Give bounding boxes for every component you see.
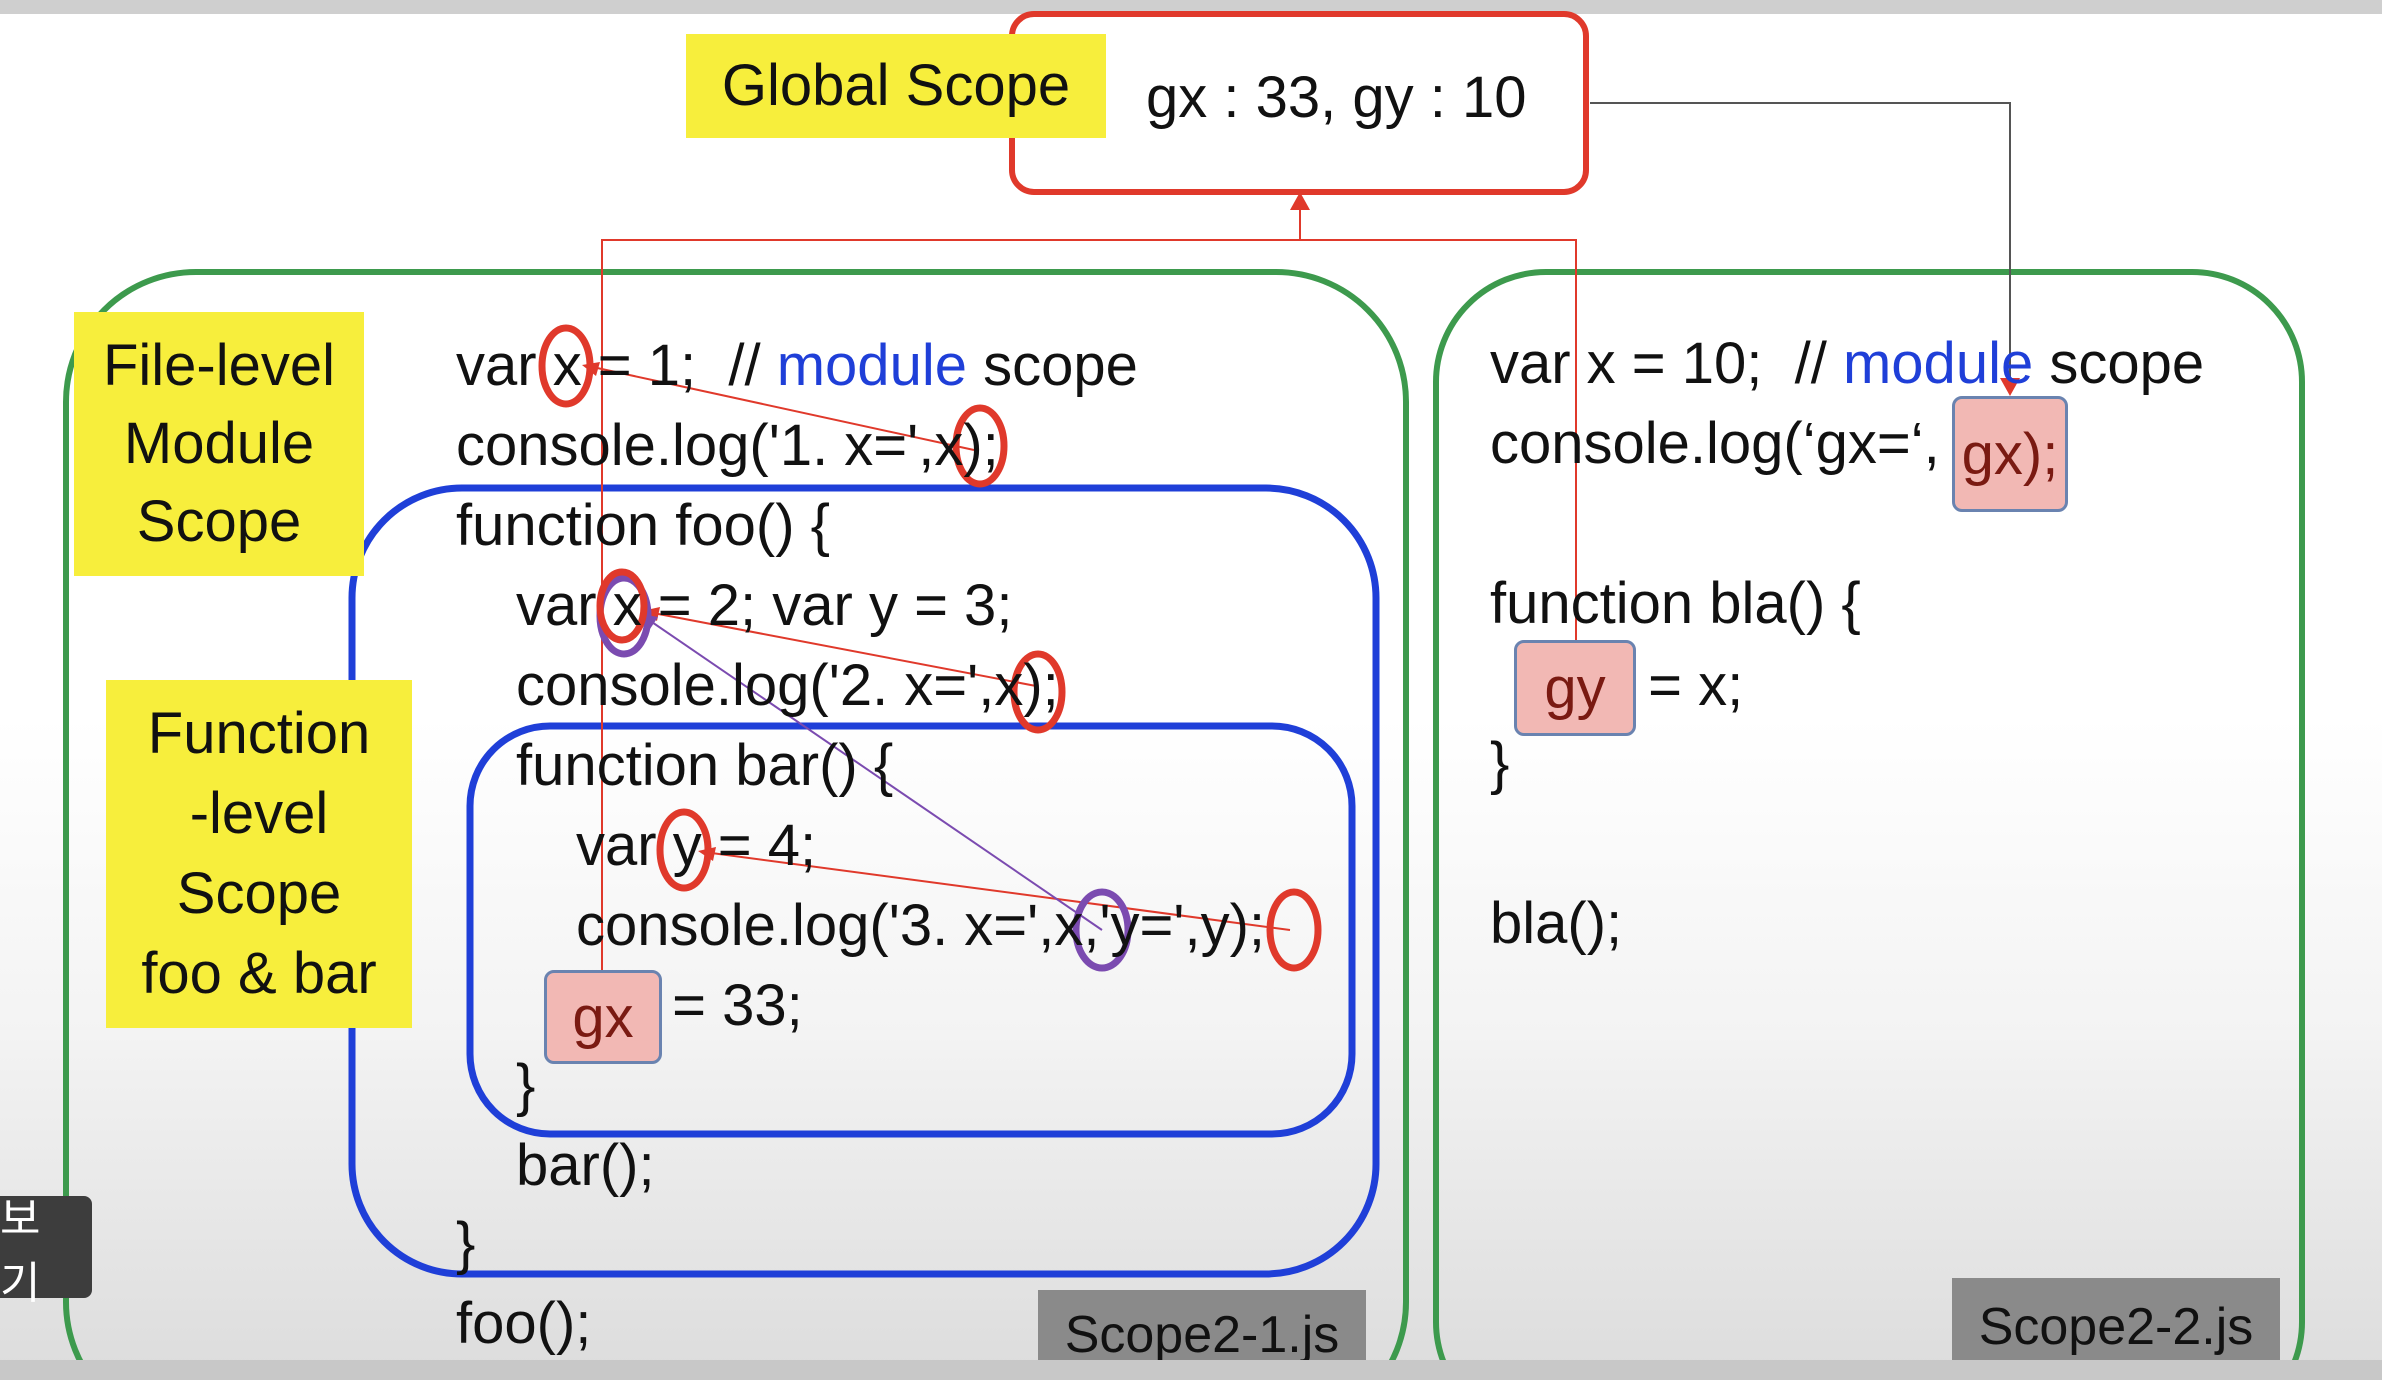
ref-arrow-3 (703, 851, 1291, 931)
gx-assign-highlight: gx (544, 970, 662, 1064)
gy-assign-highlight: gy (1514, 640, 1636, 736)
file-tag-right: Scope2-2.js (1952, 1278, 2280, 1376)
ref-arrow-2 (647, 611, 1037, 687)
function-level-scope-label: Function -level Scope foo & bar (106, 680, 412, 1028)
var-x-module: x (552, 333, 582, 398)
ref-arrow-1 (587, 365, 975, 451)
function-level-line-3: Scope (176, 861, 342, 926)
gx-arrow-head (2000, 378, 2020, 396)
right-code-line-4: = x; (1632, 653, 1744, 718)
circle-x-decl-2 (596, 568, 648, 644)
circle-x-ref-3 (1072, 888, 1132, 972)
circle-y-decl (656, 808, 712, 892)
left-code-line-9: = 33; (656, 973, 803, 1038)
gx-read-highlight: gx); (1952, 396, 2068, 512)
ref-arrow-4 (645, 617, 1103, 931)
global-scope-label: Global Scope (686, 34, 1106, 138)
top-edge (0, 0, 2382, 14)
function-level-line-2: -level (189, 781, 329, 846)
left-code-line-6: function bar() { (516, 733, 894, 798)
left-module-scope-box (63, 269, 1409, 1380)
right-code-line-1: var x = 10; // module scope (1490, 331, 2205, 396)
right-code-line-2: console.log(‘gx=‘, (1490, 411, 1940, 476)
left-code-line-3: function foo() { (456, 493, 830, 558)
circle-y-ref (1266, 888, 1322, 972)
left-code-line-5: console.log('2. x=',x); (516, 653, 1059, 718)
file-level-line-2: Module (123, 411, 315, 476)
circle-x-decl-1 (538, 324, 594, 408)
file-level-line-1: File-level (102, 333, 336, 398)
bar-function-scope-box (466, 722, 1356, 1138)
left-code-line-13: foo(); (456, 1291, 592, 1356)
left-code-line-7: var y = 4; (576, 813, 817, 878)
right-module-scope-box (1433, 269, 2305, 1380)
function-level-line-4: foo & bar (141, 941, 377, 1006)
circle-x-ref-1 (952, 404, 1008, 488)
global-arrow-head (1290, 192, 1310, 210)
bottom-edge (0, 1360, 2382, 1380)
left-code-line-10: } (516, 1053, 536, 1118)
left-code-line-4: var x = 2; var y = 3; (516, 573, 1013, 638)
function-level-line-1: Function (147, 701, 371, 766)
left-code-line-12: } (456, 1211, 476, 1276)
right-code-line-3: function bla() { (1490, 571, 1861, 636)
tooltip-button[interactable]: 보기 (0, 1195, 92, 1308)
left-code-line-2: console.log('1. x=',x); (456, 413, 999, 478)
file-level-line-3: Scope (136, 489, 302, 554)
right-code-line-6: bla(); (1490, 891, 1623, 956)
global-values: gx : 33, gy : 10 (1146, 65, 1527, 130)
circle-x-ref-2 (1010, 650, 1066, 734)
left-code-line-1: var x = 1; // module scope (456, 333, 1138, 398)
left-code-line-8: console.log('3. x=',x,'y=',y); (576, 893, 1266, 958)
global-to-gx-line (1590, 102, 2011, 388)
left-code-line-11: bar(); (516, 1133, 655, 1198)
file-level-scope-label: File-level Module Scope (74, 312, 364, 576)
right-code-line-5: } (1490, 731, 1510, 796)
